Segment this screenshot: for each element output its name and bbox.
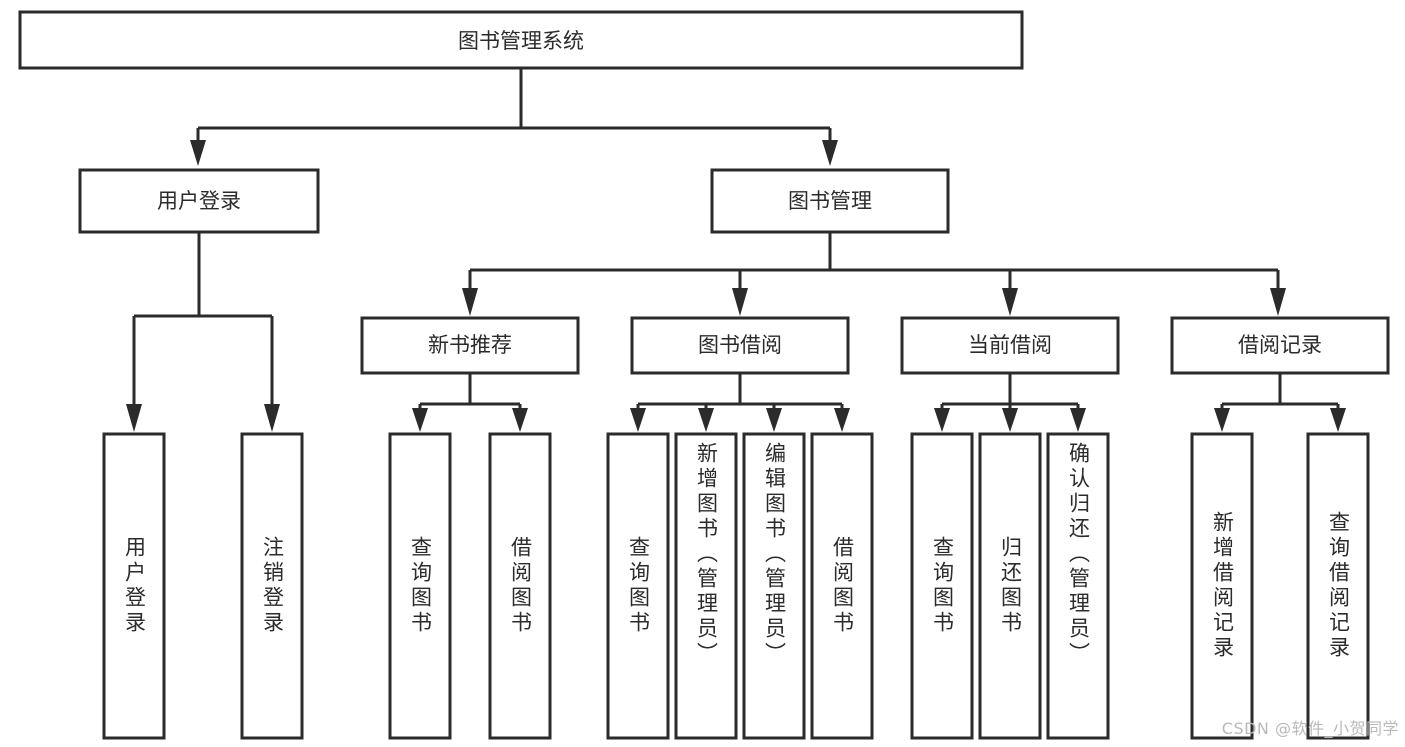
arrow-icon-to-leaf-logout-login [264,404,280,432]
leaf-borrow-book-1-box[interactable] [488,432,552,740]
node-user-login-label: 用户登录 [157,189,241,213]
arrow-icon-to-leaf-query-book-1 [412,408,428,432]
arrow-icon-to-leaf-add-book [698,408,714,432]
leaf-confirm-return-box[interactable] [1046,432,1110,740]
leaf-query-book-2-box[interactable] [606,432,670,740]
arrow-icon-to-leaf-confirm-return [1070,408,1086,432]
arrow-icon-to-current-borrow [1002,288,1018,316]
arrow-icon-to-user-login [190,140,206,166]
arrow-icon-to-new-book-recommend [462,288,478,316]
node-root-box[interactable] [18,10,1024,70]
arrow-icon-to-leaf-borrow-book-1 [512,408,528,432]
node-new-book-recommend-box[interactable] [360,316,580,375]
arrow-icon-to-leaf-query-book-2 [630,408,646,432]
leaf-add-book-box[interactable] [674,432,738,740]
arrow-icon-to-leaf-borrow-book-2 [834,408,850,432]
watermark-text: CSDN @软件_小贺同学 [1221,719,1399,738]
arrow-icon-to-leaf-edit-book [766,408,782,432]
node-root-label: 图书管理系统 [458,29,584,53]
leaf-edit-book-box[interactable] [742,432,806,740]
arrow-icon-to-leaf-query-record [1330,408,1346,432]
node-new-book-recommend-label: 新书推荐 [428,333,512,357]
leaf-user-login-box[interactable] [102,432,166,740]
node-borrow-record-label: 借阅记录 [1238,333,1322,357]
arrow-icon-to-leaf-return-book [1002,408,1018,432]
arrow-icon-to-book-borrow [732,288,748,316]
node-borrow-record-box[interactable] [1170,316,1390,375]
leaf-query-record-box[interactable] [1306,432,1370,740]
leaf-return-book-box[interactable] [978,432,1042,740]
leaf-logout-login-box[interactable] [240,432,304,740]
node-current-borrow-box[interactable] [900,316,1120,375]
arrow-icon-to-book-management [822,140,838,166]
node-book-management-box[interactable] [710,168,950,234]
node-current-borrow-label: 当前借阅 [968,333,1052,357]
node-book-borrow-box[interactable] [630,316,850,375]
leaf-add-record-box[interactable] [1190,432,1254,740]
arrow-icon-to-leaf-user-login [126,404,142,432]
arrow-icon-to-leaf-query-book-3 [934,408,950,432]
leaf-query-book-1-box[interactable] [388,432,452,740]
arrow-icon-to-borrow-record [1270,288,1286,316]
node-book-management-label: 图书管理 [788,189,872,213]
leaf-borrow-book-2-box[interactable] [810,432,874,740]
leaf-query-book-3-box[interactable] [910,432,974,740]
node-book-borrow-label: 图书借阅 [698,333,782,357]
arrow-icon-to-leaf-add-record [1214,408,1230,432]
